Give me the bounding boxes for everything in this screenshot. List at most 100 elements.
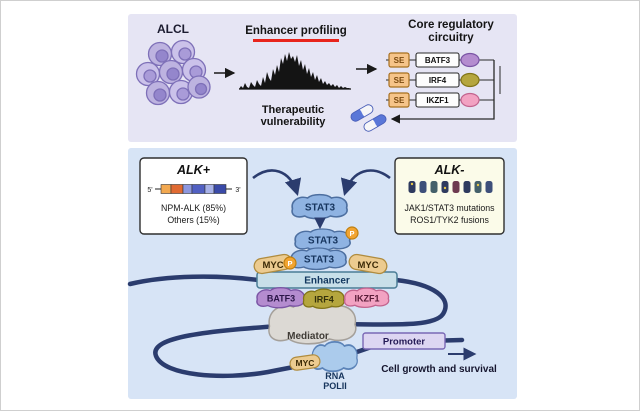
top-panel-art: ALCL Enhancer profiling bbox=[135, 19, 501, 132]
alk-positive-stat1: NPM-ALK (85%) bbox=[161, 203, 226, 213]
cell-nucleus bbox=[143, 69, 157, 83]
pill-icons bbox=[350, 104, 387, 132]
se-box-label: SE bbox=[394, 56, 405, 65]
bottom-panel: Mediator MYC RNA POLII Promoter Cell gro… bbox=[127, 148, 517, 399]
fusion-segment bbox=[213, 184, 227, 194]
stat3-dimer-upper-blob bbox=[294, 228, 351, 252]
alk-neg-to-stat3-arrow bbox=[340, 169, 391, 197]
chipseq-peaks bbox=[239, 52, 351, 89]
outcome-label: Cell growth and survival bbox=[381, 364, 497, 375]
myc-promoter-label: MYC bbox=[296, 358, 315, 368]
gene-box-label: IRF4 bbox=[429, 76, 447, 85]
five-prime-label: 5' bbox=[147, 187, 152, 194]
gene-box bbox=[415, 92, 460, 108]
dna-strand-left bbox=[127, 274, 261, 287]
top-panel: ALCL Enhancer profiling bbox=[128, 14, 517, 142]
mutation-dot bbox=[410, 182, 414, 186]
fusion-segment bbox=[204, 184, 215, 194]
therapeutic-label-line1: Therapeutic bbox=[262, 104, 324, 116]
se-box bbox=[388, 52, 410, 68]
alk-negative-frame bbox=[394, 157, 505, 235]
three-prime-label: 3' bbox=[235, 187, 240, 194]
phospho-badge bbox=[283, 256, 297, 270]
alk-positive-box: ALK+ 5' 3' NPM-ALK (85%) Others (15%) bbox=[139, 157, 248, 235]
bottom-panel-art: Mediator MYC RNA POLII Promoter Cell gro… bbox=[127, 157, 505, 391]
stat3-dimer-upper-label: STAT3 bbox=[308, 236, 339, 247]
alk-negative-box: ALK- JAK1/STAT3 mutations ROS1/TYK2 fusi… bbox=[394, 157, 505, 235]
fusion-segment bbox=[182, 184, 193, 194]
enhancer-profiling-label: Enhancer profiling bbox=[245, 25, 347, 37]
cell-nucleus bbox=[153, 88, 167, 102]
alk-positive-title: ALK+ bbox=[176, 163, 211, 177]
fusion-gene-diagram bbox=[160, 184, 227, 194]
stat3-monomer-label: STAT3 bbox=[305, 203, 336, 214]
ikzf1-label: IKZF1 bbox=[354, 294, 379, 304]
promoter-bar bbox=[362, 332, 446, 350]
therapeutic-label-line2: vulnerability bbox=[261, 116, 327, 128]
chipseq-track-illustration bbox=[239, 52, 351, 90]
tf-protein-dot-batf3 bbox=[460, 52, 480, 68]
alk-pos-to-stat3-arrow bbox=[252, 169, 302, 197]
alk-positive-frame bbox=[139, 157, 248, 235]
enhancer-bar bbox=[256, 271, 398, 289]
myc-promoter-blob bbox=[289, 354, 321, 371]
cell-nucleus bbox=[194, 82, 208, 96]
domain-icon bbox=[474, 181, 482, 193]
domain-icon bbox=[452, 181, 460, 193]
tf-protein-dot-ikzf1 bbox=[460, 92, 480, 108]
domain-icon bbox=[430, 181, 438, 193]
stat3-monomer-blob bbox=[291, 193, 348, 220]
myc-right-label: MYC bbox=[357, 260, 378, 271]
myc-left-label: MYC bbox=[262, 260, 283, 271]
cell-nucleus bbox=[178, 47, 192, 61]
circuit-row-batf3: SE BATF3 bbox=[386, 52, 494, 68]
alk-negative-title: ALK- bbox=[434, 163, 465, 177]
alcl-label: ALCL bbox=[157, 22, 189, 36]
mutation-domain-icons bbox=[408, 181, 493, 193]
se-box-label: SE bbox=[394, 96, 405, 105]
alk-positive-stat2: Others (15%) bbox=[167, 215, 219, 225]
phospho-badge-label: P bbox=[349, 229, 354, 238]
stat3-dimer-lower-label: STAT3 bbox=[304, 255, 335, 266]
cell-nucleus bbox=[166, 67, 180, 81]
cell-cluster-icon bbox=[135, 39, 211, 106]
cell-nucleus bbox=[155, 49, 169, 63]
core-circuitry-title-line1: Core regulatory bbox=[408, 19, 494, 31]
pill-icon bbox=[350, 104, 374, 122]
se-box bbox=[388, 72, 410, 88]
gene-box-label: IKZF1 bbox=[426, 96, 449, 105]
fusion-segment bbox=[170, 184, 184, 194]
rna-polii-label-line1: RNA bbox=[325, 371, 345, 381]
alk-negative-stat2: ROS1/TYK2 fusions bbox=[410, 215, 489, 225]
se-box bbox=[388, 92, 410, 108]
se-box-label: SE bbox=[394, 76, 405, 85]
pill-icon bbox=[363, 114, 387, 132]
gene-box-label: BATF3 bbox=[425, 56, 451, 65]
mediator-label: Mediator bbox=[287, 331, 329, 342]
tf-protein-dot-irf4 bbox=[460, 72, 480, 88]
irf4-label: IRF4 bbox=[314, 295, 334, 305]
rna-polii-blob bbox=[311, 340, 358, 373]
phospho-badge-label: P bbox=[287, 259, 292, 268]
circuit-row-irf4: SE IRF4 bbox=[386, 72, 494, 88]
batf3-label: BATF3 bbox=[267, 294, 295, 304]
domain-icon bbox=[408, 181, 416, 193]
red-underline bbox=[253, 39, 339, 42]
core-circuitry-title-line2: circuitry bbox=[428, 32, 474, 44]
gene-box bbox=[415, 52, 460, 68]
domain-icon bbox=[463, 181, 471, 193]
myc-right-blob bbox=[348, 253, 388, 275]
fusion-segment bbox=[191, 184, 206, 194]
mutation-dot bbox=[476, 183, 480, 187]
phospho-badge bbox=[345, 226, 359, 240]
mutation-dot bbox=[443, 186, 447, 190]
fusion-segment bbox=[160, 184, 172, 194]
cell-nucleus bbox=[176, 87, 190, 101]
ikzf1-blob bbox=[343, 287, 390, 309]
gene-box bbox=[415, 72, 460, 88]
promoter-label: Promoter bbox=[383, 337, 426, 348]
enhancer-label: Enhancer bbox=[304, 276, 350, 287]
circuit-row-ikzf1: SE IKZF1 bbox=[386, 92, 494, 108]
domain-icon bbox=[485, 181, 493, 193]
